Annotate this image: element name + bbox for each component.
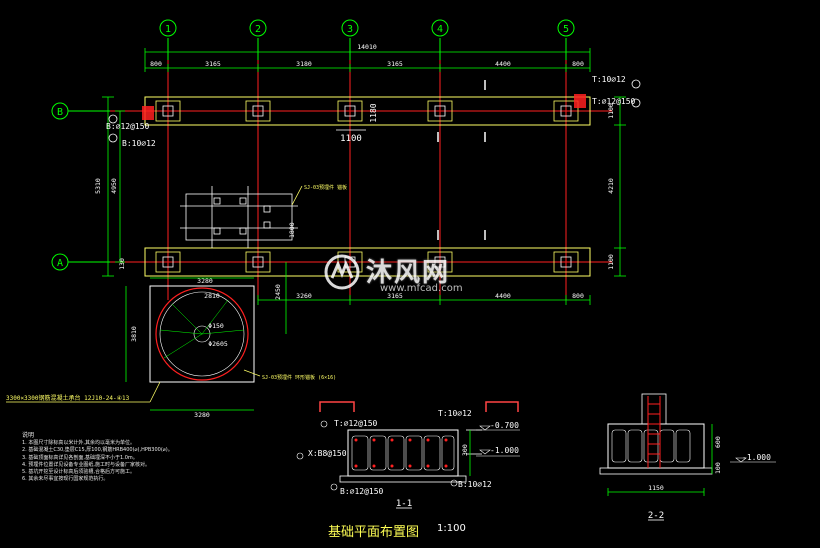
sec1-elev-2: -1.000 [490, 446, 519, 455]
dim-top-1: 3165 [205, 60, 221, 68]
watermark-logo: 沐风网 www.mfcad.com [322, 250, 502, 300]
dim-bottom-1: 3165 [387, 292, 403, 300]
ring-anchor-note: SJ-03预埋件 环形锚板 (6×16) [262, 374, 336, 381]
sec1-title: 1-1 [396, 499, 412, 509]
axis-label-1: 1 [165, 24, 171, 35]
dim-left-inner: 4950 [110, 178, 118, 194]
axis-label-5: 5 [563, 24, 569, 35]
sq-top-dim: 3280 [197, 277, 213, 285]
section-1-1: 300 -0.700 -1.000 T:⌀12@150 T:10⌀12 X:B8… [296, 401, 520, 509]
sec1-dim-300: 300 [461, 444, 469, 456]
dim-top-3: 3165 [387, 60, 403, 68]
sec2-elev: -1.000 [742, 453, 771, 462]
right-dim-lines [614, 96, 626, 277]
watermark-icon [324, 254, 360, 290]
note-line: 3. 基础顶面标高详见各剖面,基础埋深不小于1.0m。 [22, 454, 138, 461]
sec1-rebar-b2: B:10⌀12 [458, 480, 492, 489]
rebar-top-right-1: T:10⌀12 [592, 75, 626, 84]
design-notes: 说明 1. 本图尺寸除标高以米计外,其余均以毫米为单位。 2. 基础混凝土C30… [22, 432, 292, 483]
sec1-rebar-top: T:⌀12@150 [334, 419, 378, 428]
pile-note: 3300×3300钢筋混凝土承台 12J10-24-④13 [6, 394, 130, 402]
dim-top-2: 3180 [296, 60, 312, 68]
axis-label-a: A [57, 258, 63, 269]
notes-heading: 说明 [22, 432, 35, 439]
ring-radials [159, 299, 245, 359]
drawing-scale: 1:100 [437, 523, 466, 534]
dim-top-4: 4400 [495, 60, 511, 68]
beam-bottom [144, 247, 591, 277]
dim-2450: 2450 [274, 284, 282, 300]
hatched-corners [142, 94, 586, 120]
note-line: 5. 基坑开挖至设计标高后须验槽,合格后方可施工。 [22, 469, 135, 476]
bottom-dim-lines [257, 295, 591, 305]
dim-right-1: 4210 [607, 178, 615, 194]
dim-left-small: 130 [118, 258, 126, 270]
note-line: 6. 其余未尽事宜按现行国家规范执行。 [22, 476, 109, 483]
rebar-bubbles [108, 79, 641, 143]
dim-1180: 1180 [369, 103, 378, 122]
left-dim-lines [102, 96, 125, 277]
axis-label-2: 2 [255, 24, 261, 35]
watermark-url: www.mfcad.com [380, 283, 463, 294]
drawing-title: 基础平面布置图 [328, 525, 420, 540]
watermark-text: 沐风网 [366, 258, 451, 288]
dim-top-5: 800 [572, 60, 584, 68]
axis-label-4: 4 [437, 24, 443, 35]
sq-left-dim: 3810 [130, 326, 138, 342]
axis-label-3: 3 [347, 24, 353, 35]
dim-top-0: 800 [150, 60, 162, 68]
pile-centers [162, 105, 572, 268]
note-line: 4. 预埋件位置详见设备专业图纸,施工时与设备厂家核对。 [22, 461, 150, 468]
dim-bottom-0: 3260 [296, 292, 312, 300]
dim-right-2: 1100 [607, 254, 615, 270]
note-line: 2. 基础混凝土C30,垫层C15,厚100,钢筋HRB400(⌀),HPB30… [22, 447, 173, 454]
rebar-left-2: B:10⌀12 [122, 139, 156, 148]
rebar-top-right-2: T:⌀12@150 [592, 97, 636, 106]
dim-left-outer: 5310 [94, 178, 102, 194]
dim-bottom-2: 4400 [495, 292, 511, 300]
sq-dim-lines [125, 262, 287, 411]
pile-caps [155, 100, 579, 273]
sec1-elev-1: -0.700 [490, 421, 519, 430]
sec2-dim-100: 100 [714, 462, 722, 474]
top-dim-lines [144, 48, 591, 72]
dim-right-0: 1100 [607, 103, 615, 119]
anchor-detail [180, 186, 298, 248]
ring-label: Φ150 [208, 322, 224, 330]
ring [155, 287, 249, 381]
sq-inner-dim: 2810 [204, 292, 220, 300]
dim-bottom-3: 800 [572, 292, 584, 300]
cap-square [149, 285, 255, 383]
sec1-rebar-x: X:B8@150 [308, 449, 347, 458]
sec2-dim-width: 1150 [648, 484, 664, 492]
sec2-title: 2-2 [648, 511, 664, 521]
section-2-2: 600 100 -1.000 1150 2-2 [599, 393, 776, 521]
ring-inner-label: Φ2605 [208, 340, 228, 348]
note-line: 1. 本图尺寸除标高以米计外,其余均以毫米为单位。 [22, 440, 135, 447]
axis-leaders [68, 38, 567, 263]
axis-bubbles [51, 19, 575, 271]
section-marks [437, 80, 486, 240]
sec1-rebar-t: T:10⌀12 [438, 409, 472, 418]
dim-overall: 14010 [357, 43, 377, 51]
anchor-note: SJ-03预埋件 锚板 [304, 184, 347, 191]
dim-1800: 1800 [288, 222, 296, 238]
rebar-left-1: B:⌀12@150 [106, 122, 150, 131]
axis-label-b: B [57, 107, 63, 118]
sec2-dim-600: 600 [714, 436, 722, 448]
dim-1100: 1100 [340, 134, 362, 144]
sec1-rebar-b1: B:⌀12@150 [340, 487, 384, 496]
sq-bottom-dim: 3280 [194, 411, 210, 419]
